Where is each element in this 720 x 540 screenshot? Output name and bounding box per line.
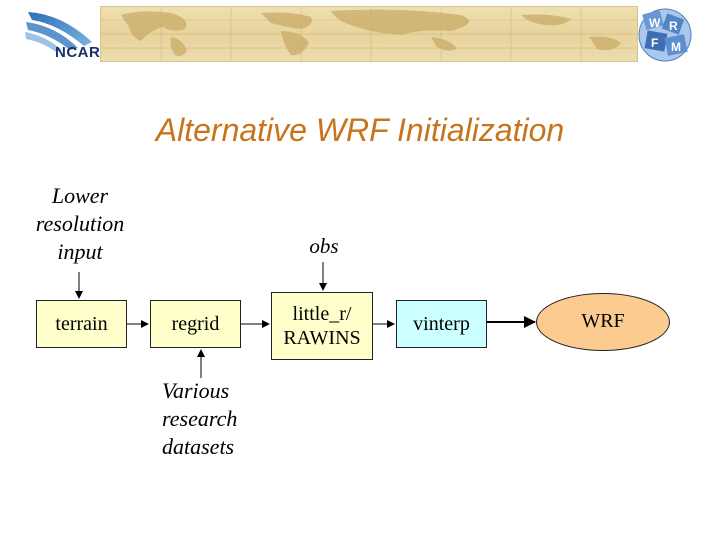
lower-resolution-input-label: Lower resolution input	[35, 183, 125, 264]
svg-text:F: F	[651, 36, 658, 50]
regrid-box: regrid	[150, 300, 241, 348]
ncar-wordmark: NCAR	[55, 44, 101, 61]
slide-title: Alternative WRF Initialization	[155, 112, 565, 148]
svg-text:M: M	[671, 40, 681, 54]
svg-text:W: W	[649, 16, 661, 30]
ncar-logo	[22, 6, 100, 64]
wrf-logo: W R F M	[636, 6, 694, 64]
vinterp-box: vinterp	[396, 300, 487, 348]
obs-label: obs	[309, 234, 339, 258]
terrain-box: terrain	[36, 300, 127, 348]
world-map-banner	[100, 6, 638, 62]
svg-text:R: R	[669, 19, 678, 33]
various-datasets-label: Various research datasets	[162, 378, 238, 459]
wrf-ellipse: WRF	[536, 293, 670, 351]
little-r-rawins-box: little_r/ RAWINS	[271, 292, 373, 360]
